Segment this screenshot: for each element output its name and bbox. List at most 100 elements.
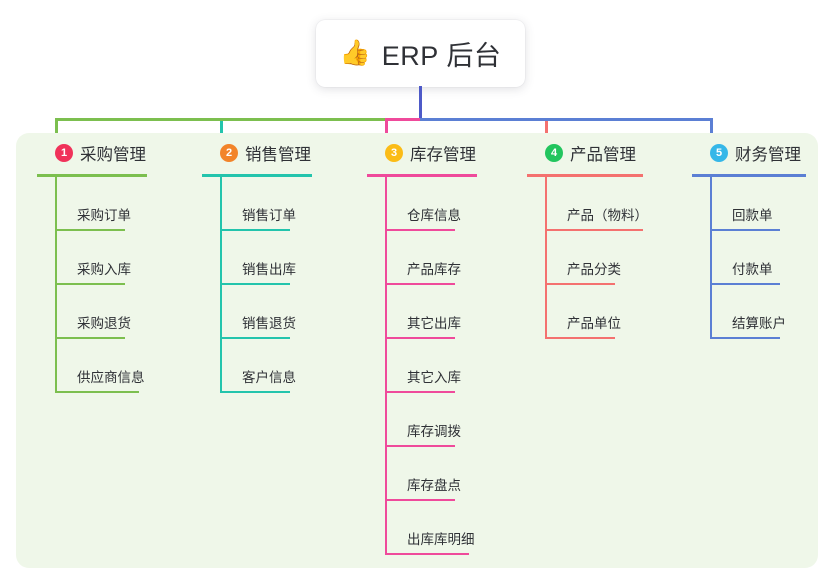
branch-item-label: 供应商信息	[77, 370, 145, 385]
branch-item-label: 回款单	[732, 208, 773, 223]
branch-header-5[interactable]: 5 财务管理	[692, 141, 806, 165]
branch-item-label: 仓库信息	[407, 208, 461, 223]
branch-item-rule	[385, 445, 455, 447]
branch-item-rule	[220, 337, 290, 339]
branch-item[interactable]: 回款单	[710, 177, 806, 231]
branch-title-3: 库存管理	[410, 146, 476, 164]
branch-item[interactable]: 库存盘点	[385, 447, 477, 501]
branch-column-5[interactable]: 5 财务管理回款单付款单结算账户	[692, 141, 806, 339]
branch-item[interactable]: 供应商信息	[55, 339, 147, 393]
branch-item-rule	[545, 283, 615, 285]
branch-item-label: 销售出库	[242, 262, 296, 277]
branch-header-3[interactable]: 3 库存管理	[367, 141, 477, 165]
branch-number-badge-1: 1	[55, 144, 73, 162]
branch-item[interactable]: 其它入库	[385, 339, 477, 393]
branch-item-label: 销售退货	[242, 316, 296, 331]
branch-item-label: 产品分类	[567, 262, 621, 277]
branch-item-rule	[385, 229, 455, 231]
branch-items-5: 回款单付款单结算账户	[692, 177, 806, 339]
branch-column-1[interactable]: 1 采购管理采购订单采购入库采购退货供应商信息	[37, 141, 147, 393]
branch-item-rule	[55, 229, 125, 231]
branch-item-label: 销售订单	[242, 208, 296, 223]
branch-spine-5	[710, 177, 712, 339]
branch-item-rule	[220, 229, 290, 231]
branch-item-rule	[385, 337, 455, 339]
branch-item-rule	[385, 391, 455, 393]
branch-item[interactable]: 库存调拨	[385, 393, 477, 447]
branch-item-label: 产品（物料）	[567, 208, 648, 223]
branch-item-rule	[710, 337, 780, 339]
branch-title-4: 产品管理	[570, 146, 636, 164]
branch-item-label: 客户信息	[242, 370, 296, 385]
branch-item-rule	[55, 337, 125, 339]
branch-item-label: 其它入库	[407, 370, 461, 385]
branch-title-2: 销售管理	[245, 146, 311, 164]
branch-item-label: 付款单	[732, 262, 773, 277]
branch-item[interactable]: 采购入库	[55, 231, 147, 285]
branch-title-5: 财务管理	[735, 146, 801, 164]
root-node-card[interactable]: 👍 ERP 后台	[316, 20, 525, 87]
branch-bus-segment-3	[385, 118, 423, 121]
branch-spine-3	[385, 177, 387, 555]
branch-item[interactable]: 付款单	[710, 231, 806, 285]
branch-header-rule-2	[202, 174, 312, 177]
branch-header-rule-5	[692, 174, 806, 177]
branch-item[interactable]: 客户信息	[220, 339, 312, 393]
branch-spine-2	[220, 177, 222, 393]
branch-item[interactable]: 销售退货	[220, 285, 312, 339]
branch-item[interactable]: 仓库信息	[385, 177, 477, 231]
branch-item-label: 库存盘点	[407, 478, 461, 493]
branch-items-3: 仓库信息产品库存其它出库其它入库库存调拨库存盘点出库库明细	[367, 177, 477, 555]
branch-item[interactable]: 销售出库	[220, 231, 312, 285]
branch-number-badge-3: 3	[385, 144, 403, 162]
branch-item[interactable]: 产品（物料）	[545, 177, 648, 231]
branch-item-label: 采购订单	[77, 208, 131, 223]
branch-item[interactable]: 其它出库	[385, 285, 477, 339]
branch-bus-segment-1	[55, 118, 423, 121]
branch-items-2: 销售订单销售出库销售退货客户信息	[202, 177, 312, 393]
root-node-title: ERP 后台	[381, 41, 502, 71]
branch-column-3[interactable]: 3 库存管理仓库信息产品库存其它出库其它入库库存调拨库存盘点出库库明细	[367, 141, 477, 555]
branch-item-rule	[220, 283, 290, 285]
branch-item-rule	[710, 229, 780, 231]
root-stem-connector	[419, 86, 422, 121]
branch-item[interactable]: 结算账户	[710, 285, 806, 339]
thumbs-up-icon: 👍	[339, 39, 371, 67]
branch-item-label: 采购退货	[77, 316, 131, 331]
branch-item-label: 采购入库	[77, 262, 131, 277]
branch-item-rule	[385, 553, 469, 555]
branch-title-1: 采购管理	[80, 146, 146, 164]
branch-item-rule	[55, 391, 139, 393]
branch-item[interactable]: 产品库存	[385, 231, 477, 285]
branches-panel	[16, 133, 818, 568]
branch-item-rule	[710, 283, 780, 285]
branch-item-rule	[545, 337, 615, 339]
branch-item-label: 库存调拨	[407, 424, 461, 439]
branch-number-badge-5: 5	[710, 144, 728, 162]
branch-item[interactable]: 产品单位	[545, 285, 648, 339]
branch-header-rule-4	[527, 174, 643, 177]
branch-item-rule	[385, 499, 455, 501]
branch-item-label: 其它出库	[407, 316, 461, 331]
branch-item-rule	[55, 283, 125, 285]
branch-item[interactable]: 采购退货	[55, 285, 147, 339]
branch-items-1: 采购订单采购入库采购退货供应商信息	[37, 177, 147, 393]
branch-item-label: 产品单位	[567, 316, 621, 331]
branch-item-label: 出库库明细	[407, 532, 475, 547]
branch-header-rule-1	[37, 174, 147, 177]
branch-item[interactable]: 出库库明细	[385, 501, 477, 555]
branch-header-1[interactable]: 1 采购管理	[37, 141, 147, 165]
branch-items-4: 产品（物料） 产品分类产品单位	[527, 177, 648, 339]
branch-item-rule	[545, 229, 643, 231]
branch-item-label: 产品库存	[407, 262, 461, 277]
branch-item-label: 结算账户	[732, 316, 786, 331]
branch-item[interactable]: 产品分类	[545, 231, 648, 285]
branch-item[interactable]: 采购订单	[55, 177, 147, 231]
branch-spine-4	[545, 177, 547, 339]
branch-spine-1	[55, 177, 57, 393]
branch-item[interactable]: 销售订单	[220, 177, 312, 231]
